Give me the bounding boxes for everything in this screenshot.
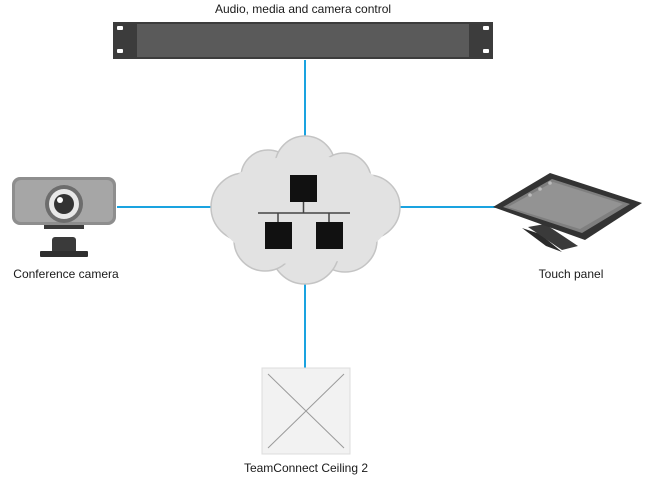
webcam-icon — [12, 177, 116, 257]
network-switch-icon — [258, 175, 350, 249]
control-label: Audio, media and camera control — [215, 2, 391, 16]
camera-label: Conference camera — [13, 267, 119, 281]
tablet-icon — [493, 173, 642, 252]
panel-label: Touch panel — [539, 267, 604, 281]
ceiling-label: TeamConnect Ceiling 2 — [244, 461, 368, 475]
network-cloud-icon — [210, 135, 401, 285]
ceiling-microphone-icon — [261, 367, 351, 455]
rack-unit-icon — [113, 22, 493, 59]
